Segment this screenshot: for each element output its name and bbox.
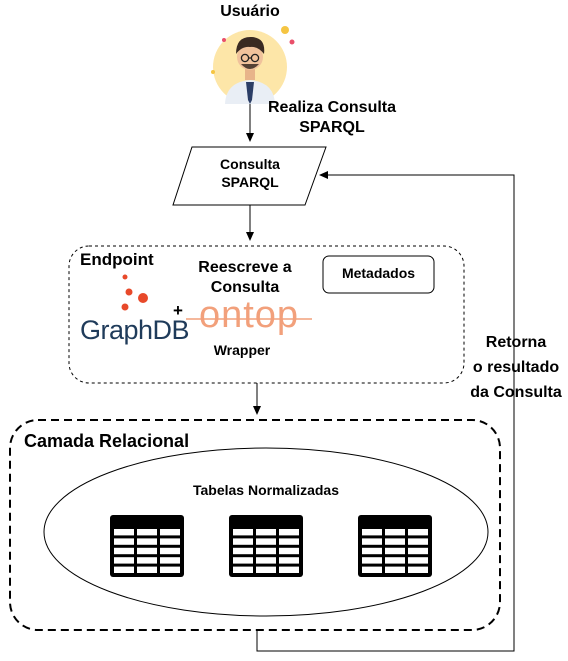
return-edge-label-line2: o resultado bbox=[472, 358, 560, 376]
metadata-box bbox=[322, 255, 435, 294]
query-edge-label-line1: Realiza Consulta bbox=[267, 99, 397, 116]
return-edge-label-line3: da Consulta bbox=[470, 383, 562, 401]
user-avatar-icon bbox=[211, 26, 295, 104]
return-path bbox=[256, 171, 515, 652]
query-edge-label-line2: SPARQL bbox=[299, 119, 365, 136]
endpoint-container bbox=[68, 245, 465, 384]
user-label: Usuário bbox=[220, 3, 280, 20]
wrapper-label: Wrapper bbox=[213, 342, 271, 358]
query-box-label: Consulta SPARQL bbox=[182, 156, 318, 191]
table-icon bbox=[110, 515, 184, 577]
table-icon bbox=[229, 515, 303, 577]
query-shape bbox=[172, 146, 327, 206]
query-box-line1: Consulta bbox=[220, 156, 280, 172]
rewrite-label-line1: Reescreve a bbox=[198, 259, 292, 276]
tables-label: Tabelas Normalizadas bbox=[192, 482, 340, 498]
relational-title: Camada Relacional bbox=[24, 431, 190, 451]
query-edge-label: Realiza Consulta SPARQL bbox=[244, 98, 420, 138]
rewrite-label: Reescreve a Consulta bbox=[180, 258, 310, 298]
graphdb-logo-icon bbox=[121, 274, 148, 311]
ontop-wordmark: ontop bbox=[198, 294, 300, 336]
return-edge-label-line1: Retorna bbox=[485, 334, 547, 351]
table-icon bbox=[358, 515, 432, 577]
rewrite-label-line2: Consulta bbox=[210, 279, 280, 296]
plus-sign: + bbox=[173, 301, 183, 320]
query-box-line2: SPARQL bbox=[221, 173, 279, 190]
endpoint-title: Endpoint bbox=[80, 250, 154, 269]
metadata-label: Metadados bbox=[341, 265, 416, 281]
graphdb-wordmark: GraphDB bbox=[80, 315, 190, 345]
return-edge-label: Retorna o resultado da Consulta bbox=[460, 331, 568, 405]
